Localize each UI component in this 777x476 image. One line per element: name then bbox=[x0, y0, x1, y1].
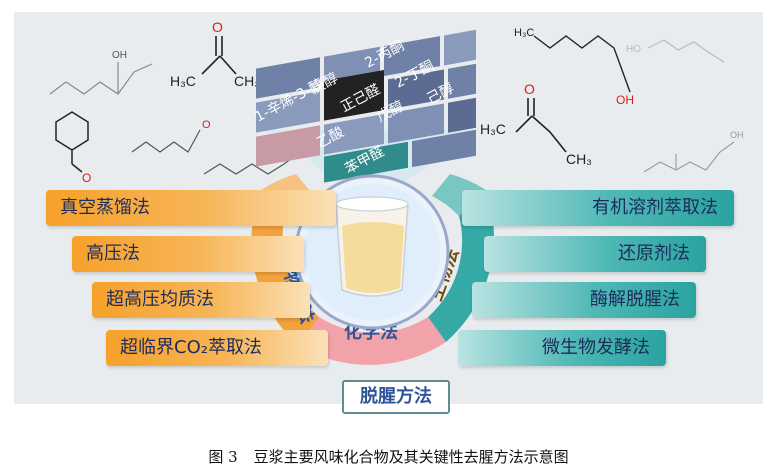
method-organic-solvent-extraction: 有机溶剂萃取法 bbox=[462, 190, 734, 226]
cube-tile bbox=[256, 57, 320, 99]
ch3-label-acetone: CH₃ bbox=[234, 73, 260, 89]
cube-tile bbox=[324, 70, 384, 121]
cube-tile bbox=[256, 125, 320, 167]
compound-cube bbox=[256, 29, 476, 183]
o-label-benzaldehyde: O bbox=[82, 171, 91, 185]
molecule-hexanol bbox=[533, 35, 631, 93]
molecule-pentanol bbox=[647, 39, 725, 63]
cube-tile bbox=[444, 29, 476, 66]
figure-caption: 图 3 豆浆主要风味化合物及其关键性去腥方法示意图 bbox=[0, 446, 777, 467]
oh-label-1: OH bbox=[112, 50, 127, 61]
cube-tile bbox=[412, 129, 476, 168]
method-supercritical-co2: 超临界CO₂萃取法 bbox=[106, 330, 328, 366]
center-label-box: 脱腥方法 bbox=[342, 380, 450, 414]
cube-tile bbox=[448, 63, 476, 99]
molecule-hexanal bbox=[131, 129, 201, 153]
method-high-pressure: 高压法 bbox=[72, 236, 304, 272]
arc-biological-inner bbox=[432, 174, 486, 216]
ch3-label-butanone: CH₃ bbox=[566, 151, 592, 167]
h3c-label-hexanol: H₃C bbox=[514, 27, 534, 39]
glass-rim bbox=[335, 196, 409, 212]
caption-text: 豆浆主要风味化合物及其关键性去腥方法示意图 bbox=[253, 448, 569, 466]
oh-label-ester: OH bbox=[730, 130, 744, 140]
arc-chemical bbox=[299, 317, 446, 365]
method-microbial-fermentation: 微生物发酵法 bbox=[458, 330, 666, 366]
cube-tile bbox=[448, 97, 476, 133]
caption-number: 图 3 bbox=[208, 448, 238, 466]
o-label-acetone: O bbox=[212, 19, 223, 35]
method-reducing-agent: 还原剂法 bbox=[484, 236, 706, 272]
molecule-acetone bbox=[201, 36, 237, 75]
cube-tile bbox=[388, 103, 444, 144]
o-label-butanone: O bbox=[524, 81, 535, 97]
h3c-label-acetone: H₃C bbox=[170, 73, 196, 89]
cube-tile bbox=[324, 141, 408, 183]
arc-biological bbox=[428, 190, 494, 342]
cube-tile bbox=[256, 91, 320, 133]
soymilk-fill bbox=[342, 222, 404, 293]
h3c-label-butanone: H₃C bbox=[480, 121, 506, 137]
molecule-ester bbox=[643, 141, 735, 173]
method-uhp-homogenization: 超高压均质法 bbox=[92, 282, 310, 318]
method-enzymatic-deodorization: 酶解脱腥法 bbox=[472, 282, 696, 318]
molecule-1-octen-3-ol bbox=[49, 62, 153, 95]
cube-tile bbox=[324, 114, 384, 155]
molecule-benzaldehyde bbox=[55, 111, 89, 173]
cube-tile bbox=[384, 36, 440, 77]
cube-tile bbox=[388, 69, 444, 110]
molecule-butanone bbox=[515, 98, 567, 153]
figure-panel: OH O H₃C CH₃ O O OH H₃C OH bbox=[14, 12, 763, 414]
oh-label-hexanol: OH bbox=[616, 93, 634, 107]
o-label-hexanal: O bbox=[202, 119, 211, 131]
ho-label-pentanol: HO bbox=[626, 44, 641, 55]
molecule-heptanol-left bbox=[203, 151, 301, 175]
method-vacuum-distillation: 真空蒸馏法 bbox=[46, 190, 336, 226]
